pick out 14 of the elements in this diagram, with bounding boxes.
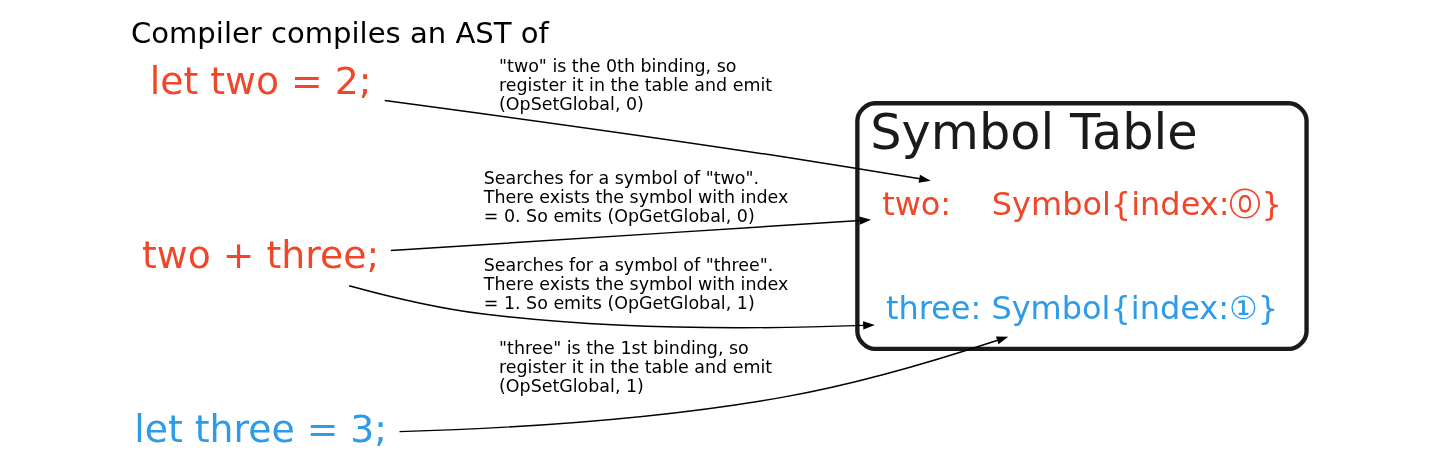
arrow [390, 216, 872, 252]
arrow [348, 285, 875, 330]
node-text: let three = 3; [134, 407, 388, 452]
node-text: two + three; [142, 232, 380, 277]
node-text: three: Symbol{index:①} [885, 289, 1279, 328]
edge-label: "two" is the 0th binding, so register it in the table and emit (OpSetGlobal, 0) [499, 56, 773, 114]
node-text: let two = 2; [149, 58, 372, 103]
edge-label: Searches for a symbol of "two". There exists the symbol with index = 0. So emits (OpGetGlobal, 0) [483, 168, 789, 226]
diagram-title: Compiler compiles an AST of [130, 15, 549, 50]
node-text: two: Symbol{index:⓪} [882, 184, 1282, 223]
edge-label: "three" is the 1st binding, so register it in the table and emit (OpSetGlobal, 1) [499, 338, 773, 396]
arrow [398, 336, 1009, 433]
arrow [384, 99, 931, 183]
edge-label: Searches for a symbol of "three". There exists the symbol with index = 1. So emits (OpGetGlobal, 1) [483, 255, 789, 314]
